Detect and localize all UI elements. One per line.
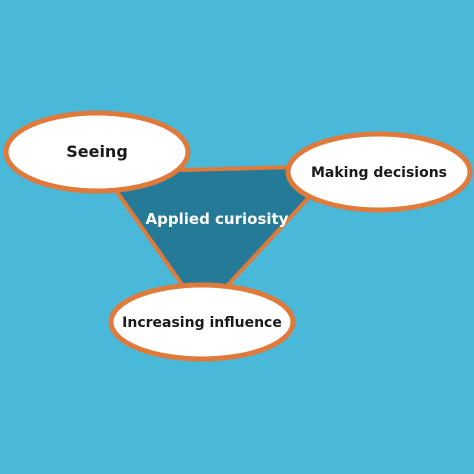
node-seeing-label: Seeing (66, 142, 128, 161)
node-seeing: Seeing (3, 110, 191, 194)
center-triangle (101, 164, 340, 315)
node-increasing-influence-label: Increasing influence (122, 315, 282, 331)
node-making-decisions-label: Making decisions (311, 165, 447, 181)
node-seeing-ellipse (3, 110, 191, 194)
node-increasing-influence-ellipse (108, 282, 296, 362)
node-making-decisions: Making decisions (285, 131, 473, 213)
node-making-decisions-ellipse (285, 131, 473, 213)
center-label: Applied curiosity (146, 210, 289, 228)
node-increasing-influence: Increasing influence (108, 282, 296, 362)
